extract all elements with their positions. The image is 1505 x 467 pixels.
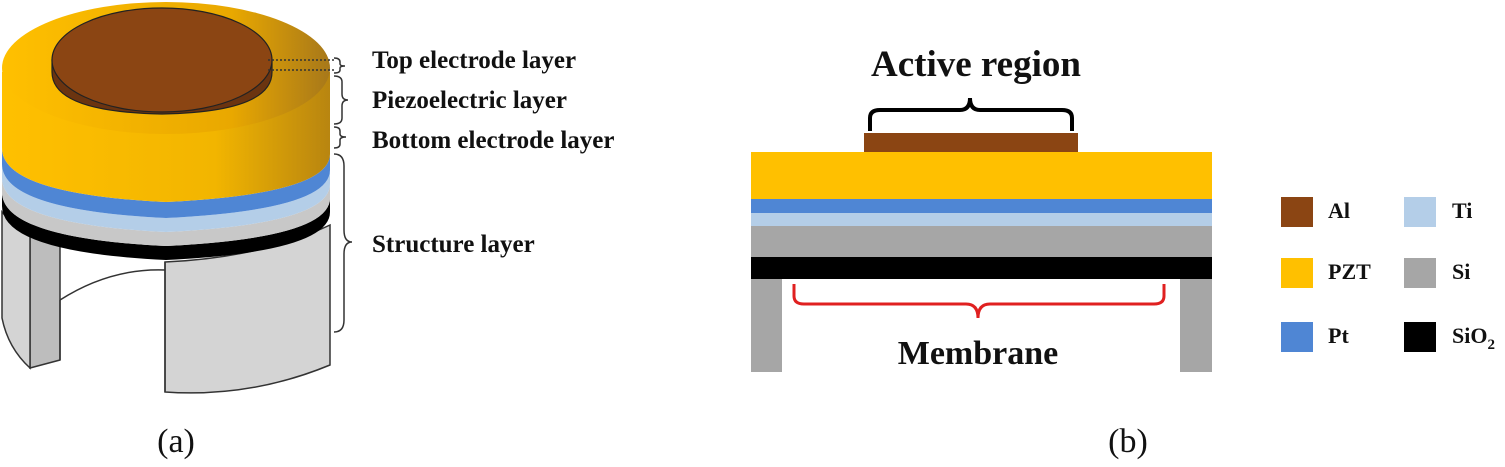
legend-label-si: Si — [1452, 259, 1470, 284]
label-bottom-electrode: Bottom electrode layer — [372, 127, 615, 154]
al-layer — [864, 133, 1078, 152]
legend-swatch-al — [1281, 197, 1313, 227]
label-structure: Structure layer — [372, 231, 535, 258]
caption-b: (b) — [1108, 423, 1148, 460]
si-support-right — [1180, 279, 1212, 372]
si-band-3d — [2, 178, 330, 246]
pt-layer — [751, 199, 1212, 213]
pt-band-3d — [2, 148, 330, 218]
legend-label-al: Al — [1328, 198, 1350, 223]
legend-swatch-pt — [1281, 322, 1313, 352]
legend-label-sio2: SiO2 — [1452, 323, 1495, 353]
legend-label-pzt: PZT — [1328, 259, 1371, 284]
caption-a: (a) — [157, 423, 195, 460]
membrane-bracket — [792, 284, 1166, 319]
si-layer — [751, 226, 1212, 257]
panel-a-brackets — [333, 57, 353, 333]
ti-layer — [751, 213, 1212, 226]
legend-label-ti: Ti — [1452, 198, 1472, 223]
label-top-electrode: Top electrode layer — [372, 47, 576, 74]
ti-band-3d — [2, 164, 330, 232]
legend-swatch-pzt — [1281, 258, 1313, 288]
label-piezoelectric: Piezoelectric layer — [372, 87, 567, 114]
si-support-left — [751, 279, 782, 372]
sio2-band-3d — [2, 192, 330, 260]
al-disc-top-3d — [51, 7, 273, 113]
legend: Al Ti PZT Si Pt SiO2 — [1281, 197, 1495, 353]
panel-b-cross-section — [751, 133, 1212, 372]
legend-swatch-sio2 — [1404, 322, 1436, 352]
legend-swatch-ti — [1404, 197, 1436, 227]
active-region-bracket — [868, 97, 1074, 131]
panel-a-cylinder — [1, 2, 334, 394]
membrane-label: Membrane — [898, 335, 1059, 372]
legend-swatch-si — [1404, 258, 1436, 288]
active-region-label: Active region — [871, 44, 1081, 85]
pzt-layer — [751, 152, 1212, 199]
sio2-layer — [751, 257, 1212, 279]
legend-label-pt: Pt — [1328, 323, 1349, 348]
